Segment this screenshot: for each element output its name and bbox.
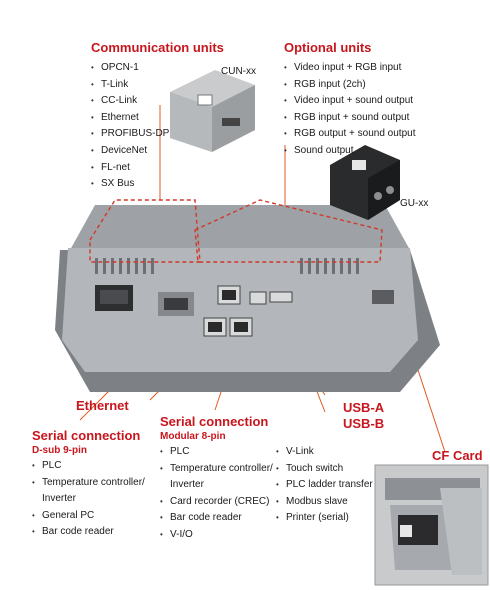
list-item: PLC <box>160 444 273 461</box>
list-item: RGB input + sound output <box>284 110 415 127</box>
list-item: T-Link <box>91 77 169 94</box>
serial-modular-title: Serial connection <box>160 414 269 429</box>
communication-units-list: OPCN-1 T-Link CC-Link Ethernet PROFIBUS-… <box>91 60 169 193</box>
list-item: Temperature controller/ <box>160 461 273 478</box>
usb-b-port <box>249 291 267 305</box>
list-item: V-I/O <box>160 527 273 544</box>
optional-unit-slot-outline <box>194 199 383 263</box>
list-item: Sound output <box>284 143 415 160</box>
cf-card-label: CF Card <box>432 448 483 463</box>
list-item: OPCN-1 <box>91 60 169 77</box>
ethernet-label: Ethernet <box>76 398 129 413</box>
communication-unit-module <box>170 70 255 152</box>
list-item: PLC <box>32 458 145 475</box>
list-item: Bar code reader <box>160 510 273 527</box>
serial-modular-subtitle: Modular 8-pin <box>160 431 226 442</box>
serial-dsub-list: PLC Temperature controller/ Inverter Gen… <box>32 458 145 541</box>
list-item: Modbus slave <box>276 494 373 511</box>
optional-unit-module <box>330 145 400 220</box>
serial-modular-list-left: PLC Temperature controller/ Inverter Car… <box>160 444 273 544</box>
list-item: General PC <box>32 508 145 525</box>
usb-a-port <box>269 291 293 303</box>
cf-slot <box>372 290 394 304</box>
list-item: Inverter <box>42 493 76 505</box>
serial-modular-list-right: V-Link Touch switch PLC ladder transfer … <box>276 444 373 527</box>
list-item: Ethernet <box>91 110 169 127</box>
list-item: Card recorder (CREC) <box>160 494 273 511</box>
list-item: SX Bus <box>91 176 169 193</box>
gu-module-label: GU-xx <box>400 198 429 209</box>
hmi-device <box>55 199 440 392</box>
list-item: DeviceNet <box>91 143 169 160</box>
list-item: Printer (serial) <box>276 510 373 527</box>
optional-units-title: Optional units <box>284 40 372 55</box>
usb-b-label: USB-B <box>343 416 385 431</box>
list-item: V-Link <box>276 444 373 461</box>
list-item: Bar code reader <box>32 524 145 541</box>
list-item: Temperature controller/ <box>32 475 145 492</box>
usb-a-label: USB-A <box>343 400 385 415</box>
optional-units-list: Video input + RGB input RGB input (2ch) … <box>284 60 415 160</box>
communication-unit-slot-outline <box>89 199 201 263</box>
cun-module-label: CUN-xx <box>221 66 256 77</box>
list-item: Touch switch <box>276 461 373 478</box>
serial-dsub-title: Serial connection <box>32 428 141 443</box>
list-item: FL-net <box>91 160 169 177</box>
cf-card-photo <box>374 464 489 586</box>
list-item: Inverter <box>170 479 204 491</box>
list-item: CC-Link <box>91 93 169 110</box>
communication-units-title: Communication units <box>91 40 224 55</box>
serial-dsub-subtitle: D-sub 9-pin <box>32 445 87 456</box>
list-item: Video input + sound output <box>284 93 415 110</box>
list-item: PLC ladder transfer <box>276 477 373 494</box>
list-item: RGB output + sound output <box>284 126 415 143</box>
list-item: Video input + RGB input <box>284 60 415 77</box>
list-item: RGB input (2ch) <box>284 77 415 94</box>
list-item: PROFIBUS-DP <box>91 126 169 143</box>
